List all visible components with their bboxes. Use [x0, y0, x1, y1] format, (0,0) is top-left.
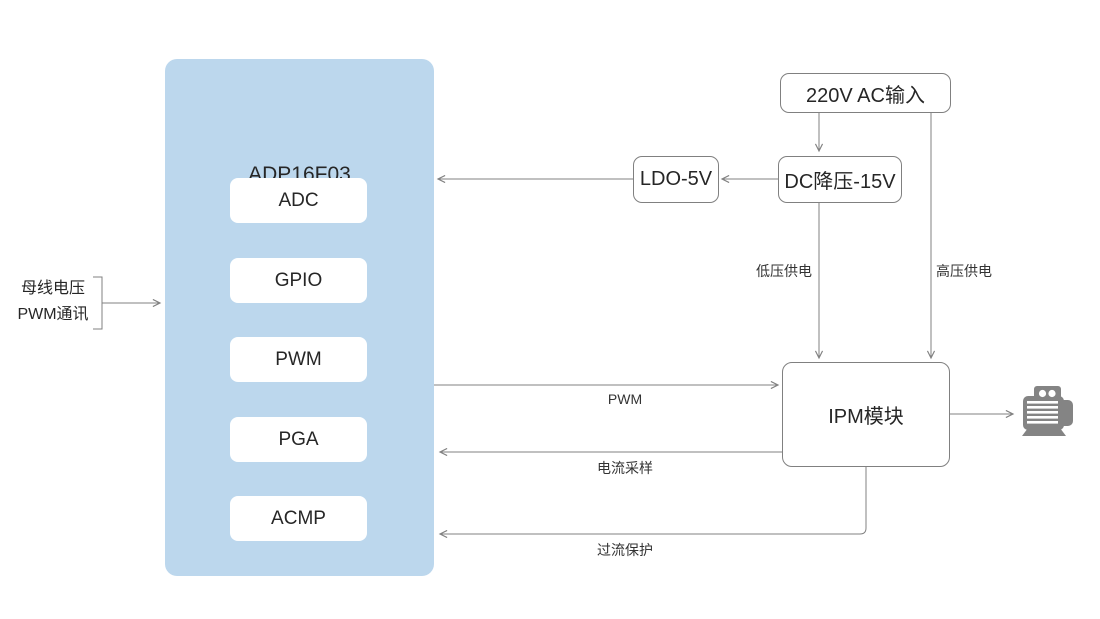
- mcu-block: ADP16F03 ADC GPIO PWM PGA ACMP: [165, 59, 434, 576]
- bus-input-line1: 母线电压: [20, 280, 85, 297]
- node-dc-buck: DC降压-15V: [778, 156, 902, 203]
- label-overcurrent-protection: 过流保护: [597, 542, 653, 558]
- label-current-sampling: 电流采样: [597, 460, 653, 476]
- node-ldo: LDO-5V: [633, 156, 719, 203]
- mcu-peripheral-acmp: ACMP: [230, 496, 367, 541]
- label-high-voltage-supply: 高压供电: [936, 263, 992, 279]
- bus-input-bracket: [93, 276, 103, 330]
- mcu-peripheral-gpio: GPIO: [230, 258, 367, 303]
- label-pwm: PWM: [607, 391, 643, 407]
- motor-icon: [1021, 386, 1076, 438]
- node-ac-input: 220V AC输入: [780, 73, 951, 113]
- label-low-voltage-supply: 低压供电: [756, 263, 812, 279]
- bus-input-line2: PWM通讯: [17, 306, 89, 323]
- bus-input-label: 母线电压 PWM通讯: [12, 276, 94, 328]
- mcu-peripheral-pwm: PWM: [230, 337, 367, 382]
- mcu-peripheral-adc: ADC: [230, 178, 367, 223]
- mcu-peripheral-pga: PGA: [230, 417, 367, 462]
- node-ipm-module: IPM模块: [782, 362, 950, 467]
